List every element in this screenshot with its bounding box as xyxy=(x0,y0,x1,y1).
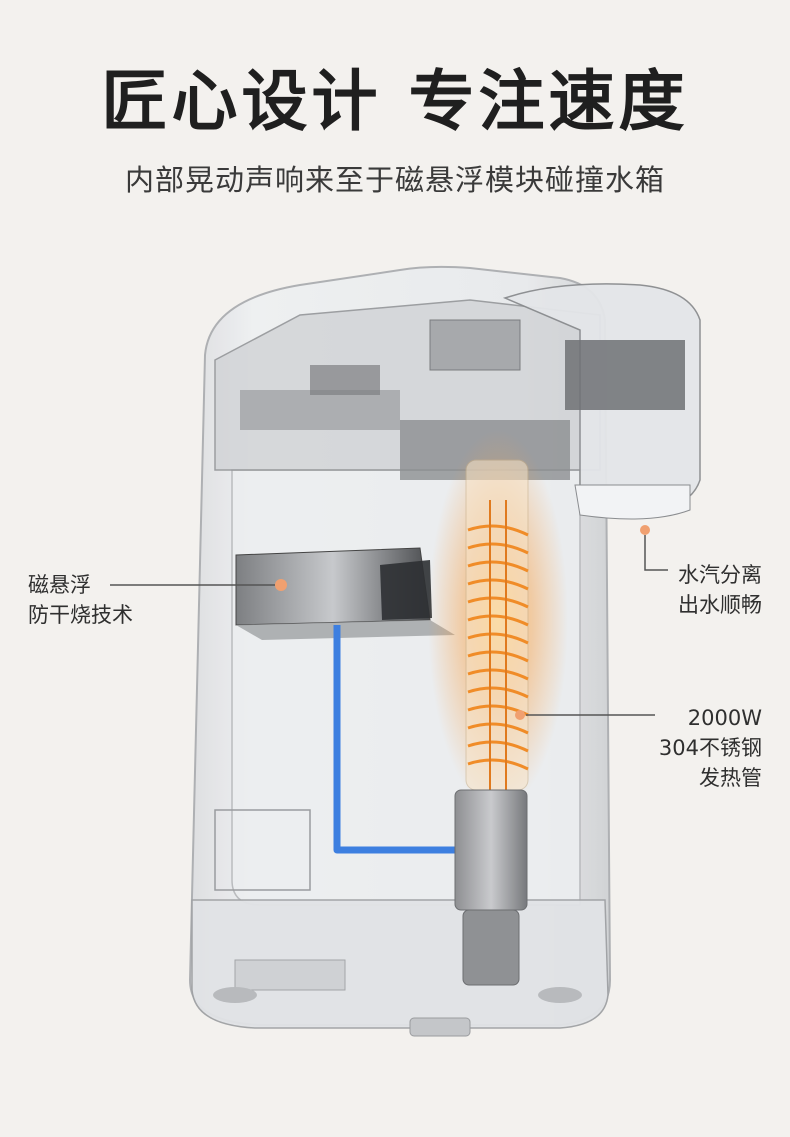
callout-float-module: 磁悬浮 防干烧技术 xyxy=(28,570,133,630)
callout-heating-tube-line2: 304不锈钢 xyxy=(658,736,762,760)
page-title: 匠心设计 专注速度 xyxy=(101,63,689,140)
callout-heating-tube: 2000W 304不锈钢 发热管 xyxy=(659,703,762,793)
callout-heating-tube-line3: 发热管 xyxy=(699,766,762,790)
callout-float-module-line2: 防干烧技术 xyxy=(28,603,133,627)
callout-steam-outlet-line1: 水汽分离 xyxy=(678,563,762,587)
page-subtitle: 内部晃动声响来至于磁悬浮模块碰撞水箱 xyxy=(124,163,665,197)
callout-heating-tube-line1: 2000W xyxy=(687,706,762,730)
callout-float-module-line1: 磁悬浮 xyxy=(28,573,91,597)
callout-steam-outlet-line2: 出水顺畅 xyxy=(678,593,762,617)
callout-steam-outlet: 水汽分离 出水顺畅 xyxy=(678,560,762,620)
